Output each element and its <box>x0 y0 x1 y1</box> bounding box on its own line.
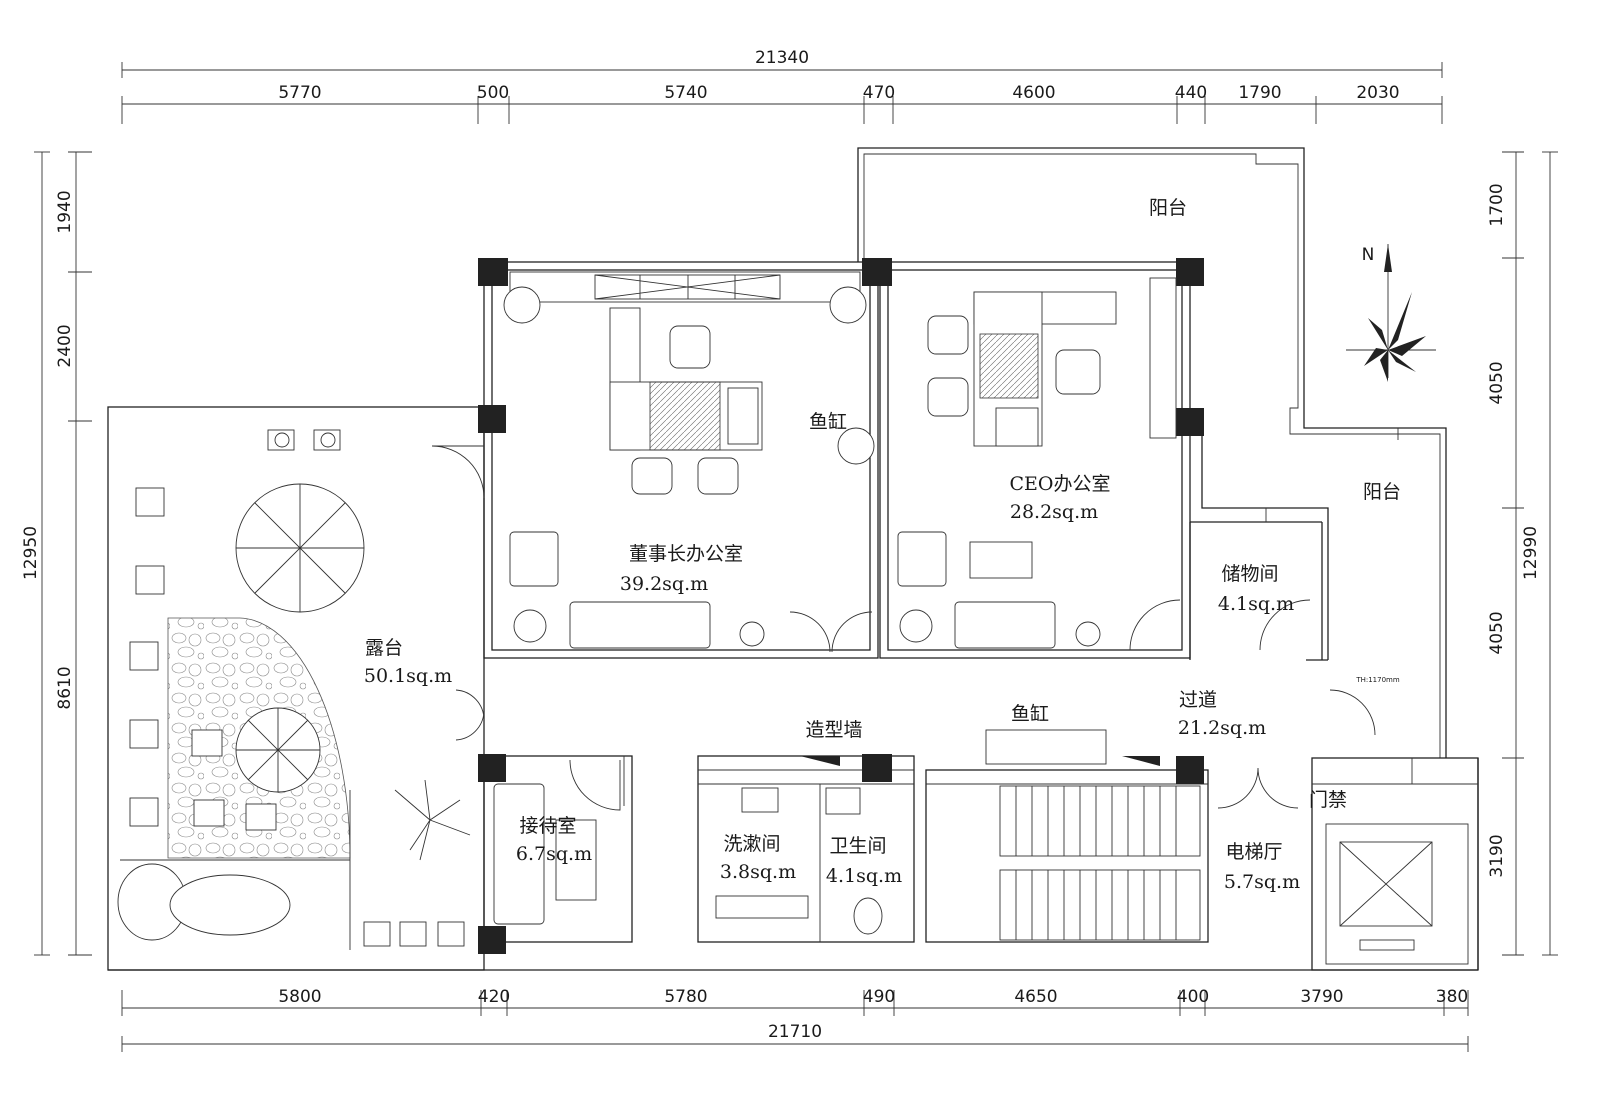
label-height-note: TH:1170mm <box>1355 676 1400 684</box>
label-terrace: 露台 <box>365 637 403 659</box>
wash-toilet-fixtures <box>715 729 1160 935</box>
stairs <box>999 785 1201 941</box>
label-chairman-office: 董事长办公室 <box>629 543 743 565</box>
terrace-furniture <box>117 429 471 950</box>
bottom-dimension-chain: 5800 420 5780 490 4650 400 3790 380 <box>121 987 1469 1016</box>
dim-bottom-6: 3790 <box>1300 987 1343 1007</box>
dim-bottom-4: 4650 <box>1014 987 1057 1007</box>
dim-left-total: 12950 <box>21 526 41 580</box>
area-reception: 6.7sq.m <box>516 843 592 865</box>
dim-right-total: 12990 <box>1521 526 1541 580</box>
area-terrace: 50.1sq.m <box>364 665 452 687</box>
ceo-furniture <box>897 277 1177 649</box>
reception-furniture <box>493 783 597 925</box>
dim-bottom-5: 400 <box>1177 987 1209 1007</box>
dim-top-5: 440 <box>1175 83 1207 103</box>
dim-right-2: 4050 <box>1487 611 1507 654</box>
bottom-dimension-total: 21710 <box>121 1022 1469 1052</box>
dim-left-0: 1940 <box>55 190 75 233</box>
walls <box>107 147 1479 971</box>
dim-left-2: 8610 <box>55 666 75 709</box>
right-dimension-total: 12990 <box>1521 151 1558 956</box>
dim-bottom-0: 5800 <box>278 987 321 1007</box>
area-corridor: 21.2sq.m <box>1178 717 1266 739</box>
dim-bottom-1: 420 <box>478 987 510 1007</box>
dim-top-2: 5740 <box>664 83 707 103</box>
chairman-furniture <box>503 271 875 649</box>
dim-bottom-7: 380 <box>1436 987 1468 1007</box>
area-toilet: 4.1sq.m <box>826 865 902 887</box>
dim-right-1: 4050 <box>1487 361 1507 404</box>
area-washroom: 3.8sq.m <box>720 861 796 883</box>
area-storage: 4.1sq.m <box>1218 593 1294 615</box>
label-washroom: 洗漱间 <box>723 833 780 855</box>
label-toilet: 卫生间 <box>829 835 886 857</box>
dim-top-3: 470 <box>863 83 895 103</box>
label-access-control: 门禁 <box>1309 789 1347 811</box>
label-storage: 储物间 <box>1221 563 1278 585</box>
label-ceo-office: CEO办公室 <box>1010 473 1111 495</box>
dim-left-1: 2400 <box>55 324 75 367</box>
dim-top-4: 4600 <box>1012 83 1055 103</box>
top-dimension-chain: 5770 500 5740 470 4600 440 1790 2030 <box>121 83 1443 124</box>
dim-bottom-3: 490 <box>863 987 895 1007</box>
area-elevator-hall: 5.7sq.m <box>1224 871 1300 893</box>
columns <box>478 258 1204 954</box>
dim-right-3: 3190 <box>1487 834 1507 877</box>
label-balcony-top: 阳台 <box>1149 197 1187 219</box>
dim-top-total: 21340 <box>755 48 809 68</box>
dim-bottom-2: 5780 <box>664 987 707 1007</box>
label-reception: 接待室 <box>519 815 576 837</box>
area-chairman-office: 39.2sq.m <box>620 573 708 595</box>
label-feature-wall: 造型墙 <box>805 719 862 741</box>
left-dimension-total: 12950 <box>21 151 50 956</box>
dim-right-0: 1700 <box>1487 183 1507 226</box>
elevator-car <box>1339 841 1433 951</box>
right-dimension-chain: 1700 4050 4050 3190 <box>1487 151 1524 956</box>
label-north: N <box>1362 245 1375 265</box>
top-dimension-total: 21340 <box>121 48 1443 78</box>
label-balcony-right: 阳台 <box>1363 481 1401 503</box>
doors <box>431 445 1376 811</box>
north-arrow-icon <box>1346 244 1436 382</box>
label-fish-tank-2: 鱼缸 <box>1011 703 1049 725</box>
dim-bottom-total: 21710 <box>768 1022 822 1042</box>
label-fish-tank-1: 鱼缸 <box>809 411 847 433</box>
label-corridor: 过道 <box>1179 689 1217 711</box>
area-ceo-office: 28.2sq.m <box>1010 501 1098 523</box>
left-dimension-chain: 1940 2400 8610 <box>55 151 92 956</box>
dim-top-1: 500 <box>477 83 509 103</box>
dim-top-0: 5770 <box>278 83 321 103</box>
label-elevator-hall: 电梯厅 <box>1225 841 1282 863</box>
dim-top-7: 2030 <box>1356 83 1399 103</box>
dim-top-6: 1790 <box>1238 83 1281 103</box>
